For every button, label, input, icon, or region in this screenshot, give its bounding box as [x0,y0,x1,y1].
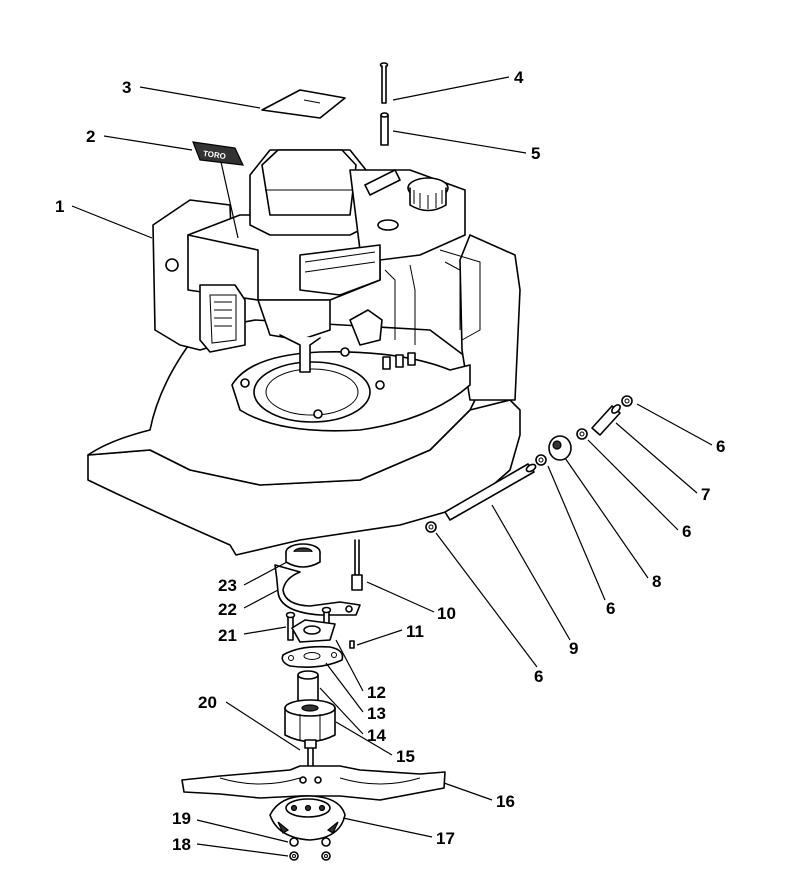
callout-14: 14 [367,726,386,745]
callout-12: 12 [367,683,386,702]
callout-17: 17 [436,829,455,848]
callout-4: 4 [514,68,524,87]
sleeve-part-5 [380,112,389,146]
callout-20: 20 [198,693,217,712]
callout-6-top: 6 [716,437,725,456]
decal-text: TORO [202,149,226,161]
callout-8: 8 [652,572,661,591]
callout-10: 10 [437,604,456,623]
callout-11: 11 [406,622,424,641]
rod-part-4 [379,62,389,104]
callout-7: 7 [701,485,710,504]
callout-23: 23 [218,576,237,595]
leader-lines [71,76,713,857]
callout-3: 3 [122,78,131,97]
callout-6-bottom: 6 [534,667,543,686]
callout-19: 19 [172,809,191,828]
callout-22: 22 [218,600,237,619]
callout-18: 18 [172,835,191,854]
callout-16: 16 [496,792,515,811]
filter-cover-part-3 [261,89,346,119]
engine [152,149,466,373]
callout-2: 2 [86,127,95,146]
callout-6-mid: 6 [682,522,691,541]
callout-6-lower: 6 [606,599,615,618]
callout-21: 21 [218,626,237,645]
callout-9: 9 [569,639,578,658]
callout-1: 1 [55,197,64,216]
callout-labels: 1 2 3 4 5 6 7 6 8 6 9 6 10 11 12 13 14 1… [55,68,725,854]
mower-deck [87,234,521,556]
callout-13: 13 [367,704,386,723]
axle-hardware [425,395,633,533]
callout-15: 15 [396,747,415,766]
callout-5: 5 [531,144,540,163]
blade-drive-stack [181,539,446,861]
decal-part-2: TORO [192,141,245,166]
